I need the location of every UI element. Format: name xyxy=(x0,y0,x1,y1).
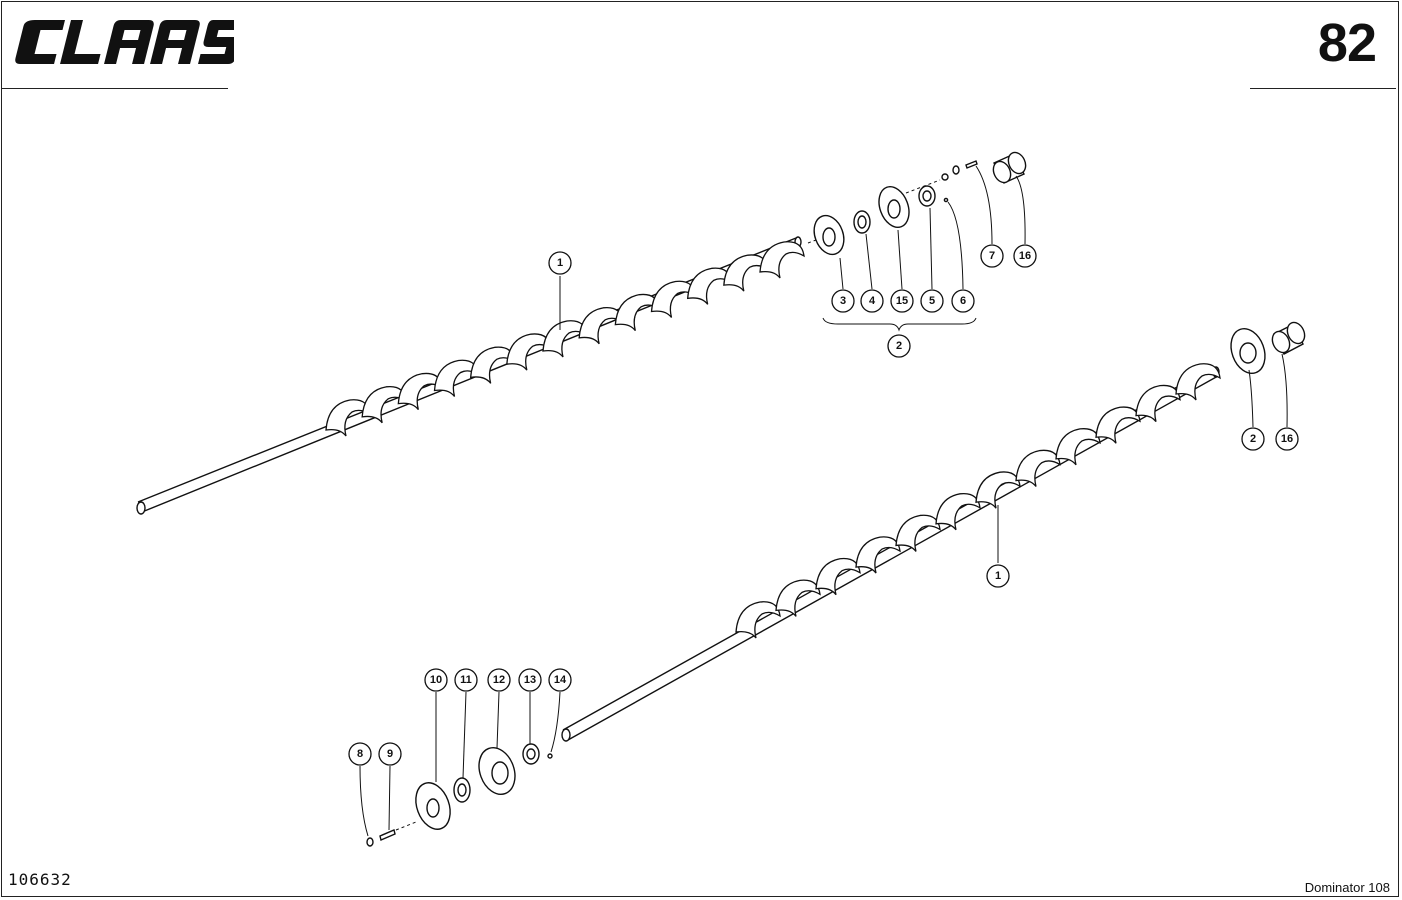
upper-bearing-4 xyxy=(853,210,871,234)
auger-flight xyxy=(614,293,661,332)
lower-collar-13 xyxy=(522,743,540,765)
callout-upper-4: 4 xyxy=(860,289,884,313)
svg-text:8: 8 xyxy=(357,748,363,760)
lower-bearing-11 xyxy=(453,777,471,803)
callout-upper-2: 2 xyxy=(887,334,911,358)
auger-flight xyxy=(578,306,624,345)
drawing-number: 106632 xyxy=(8,870,72,889)
svg-text:13: 13 xyxy=(524,674,536,686)
auger-flight xyxy=(975,471,1021,509)
right-cap-16 xyxy=(1271,321,1306,355)
callout-right-2: 2 xyxy=(1241,427,1265,451)
auger-flight xyxy=(325,399,371,437)
svg-text:12: 12 xyxy=(493,674,505,686)
callout-8: 8 xyxy=(348,742,372,766)
upper-flange-15 xyxy=(878,185,910,229)
auger-flight xyxy=(506,333,552,371)
auger-flight xyxy=(735,601,781,639)
auger-flight xyxy=(650,280,697,318)
svg-text:5: 5 xyxy=(929,295,935,307)
lower-housing-12 xyxy=(478,747,516,795)
model-name: Dominator 108 xyxy=(1304,880,1390,895)
lower-pin-14 xyxy=(547,753,553,759)
callout-lower-1: 1 xyxy=(986,564,1010,588)
auger-flight xyxy=(1055,428,1101,466)
auger-flight xyxy=(361,385,407,424)
svg-text:7: 7 xyxy=(989,250,995,262)
svg-text:16: 16 xyxy=(1281,433,1293,445)
auger-flight xyxy=(775,579,821,617)
callout-12: 12 xyxy=(487,668,511,692)
auger-flight xyxy=(686,267,733,305)
svg-text:14: 14 xyxy=(554,674,567,686)
callout-upper-5: 5 xyxy=(920,289,944,313)
auger-flight xyxy=(433,359,480,397)
svg-text:2: 2 xyxy=(896,340,902,352)
svg-text:16: 16 xyxy=(1019,250,1031,262)
claas-logo xyxy=(15,20,234,64)
callout-upper-7: 7 xyxy=(980,244,1004,268)
upper-cap-16 xyxy=(992,151,1027,184)
header-rule-left xyxy=(2,88,228,89)
svg-text:15: 15 xyxy=(896,295,908,307)
callout-right-16: 16 xyxy=(1275,427,1299,451)
upper-auger-flights xyxy=(325,241,805,437)
callout-upper-1: 1 xyxy=(548,251,572,275)
auger-flight xyxy=(723,254,769,292)
svg-text:9: 9 xyxy=(387,748,393,760)
upper-flange-3 xyxy=(813,214,845,256)
auger-flight xyxy=(815,557,861,596)
header-rule-right xyxy=(1250,88,1396,89)
page-number: 82 xyxy=(1317,13,1377,73)
right-bearing-housing-2 xyxy=(1230,328,1266,374)
svg-text:3: 3 xyxy=(840,295,846,307)
svg-text:4: 4 xyxy=(869,295,876,307)
auger-flight xyxy=(855,536,901,574)
callout-upper-15: 15 xyxy=(890,289,914,313)
callout-upper-3: 3 xyxy=(831,289,855,313)
svg-text:11: 11 xyxy=(460,674,472,686)
svg-text:1: 1 xyxy=(557,257,563,269)
auger-flight xyxy=(895,514,941,552)
callout-upper-16: 16 xyxy=(1013,244,1037,268)
auger-flight xyxy=(1015,449,1061,487)
auger-flight xyxy=(469,346,516,384)
callout-13: 13 xyxy=(518,668,542,692)
auger-flight xyxy=(1095,406,1141,444)
svg-text:10: 10 xyxy=(430,674,442,686)
lower-auger-shaft xyxy=(561,366,1220,742)
auger-flight xyxy=(1135,384,1181,423)
lower-flange-10 xyxy=(415,782,451,830)
upper-collar-5 xyxy=(918,185,936,207)
auger-flight xyxy=(935,492,981,531)
auger-flight xyxy=(1175,363,1221,401)
auger-flight xyxy=(397,372,444,411)
callout-upper-6: 6 xyxy=(951,289,975,313)
svg-text:1: 1 xyxy=(995,570,1001,582)
svg-text:6: 6 xyxy=(960,295,966,307)
auger-flight xyxy=(759,241,805,279)
svg-text:2: 2 xyxy=(1250,433,1256,445)
callout-9: 9 xyxy=(378,742,402,766)
callout-10: 10 xyxy=(424,668,448,692)
auger-flight xyxy=(542,320,588,358)
upper-small-parts xyxy=(941,160,978,203)
lower-small-parts-8-9 xyxy=(366,821,417,847)
callout-14: 14 xyxy=(548,668,572,692)
callout-11: 11 xyxy=(454,668,478,692)
lower-auger-flights xyxy=(735,363,1221,639)
